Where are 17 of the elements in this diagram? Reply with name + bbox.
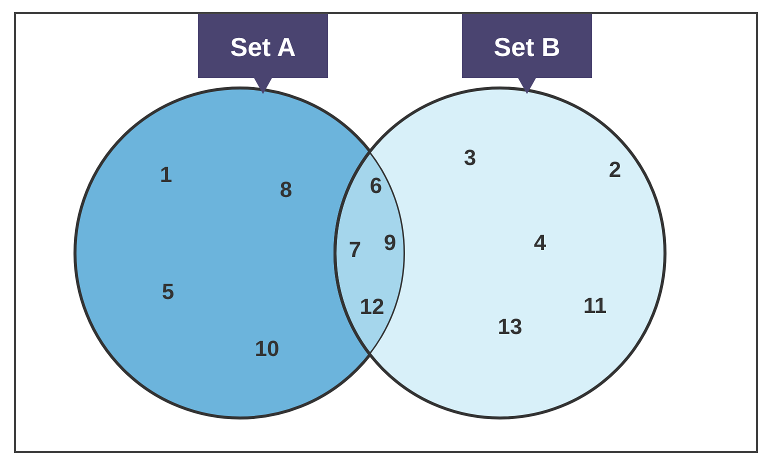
element-number: 7: [348, 237, 362, 263]
element-number: 5: [162, 279, 174, 305]
element-number: 4: [534, 230, 546, 256]
element-number: 8: [280, 177, 292, 203]
set-label-tag: Set A: [198, 14, 328, 94]
element-number: 13: [498, 314, 522, 340]
element-number: 1: [160, 162, 172, 188]
set-label-tag: Set B: [462, 14, 592, 94]
set-circle: [334, 86, 666, 420]
element-number: 9: [384, 230, 396, 256]
element-number: 12: [360, 294, 384, 320]
element-number: 11: [583, 293, 607, 319]
element-number: 10: [254, 336, 280, 362]
element-number: 3: [464, 145, 476, 171]
element-number: 6: [370, 173, 382, 199]
element-number: 2: [608, 157, 622, 183]
set-circle: [74, 86, 406, 420]
